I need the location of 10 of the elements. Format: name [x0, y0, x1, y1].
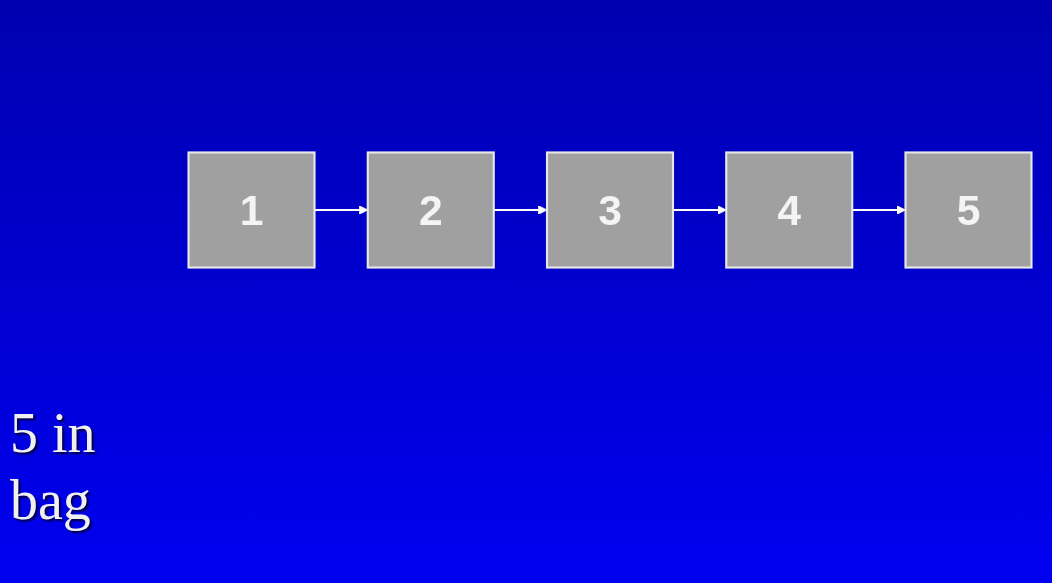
node-box: 4 [725, 151, 854, 269]
arrow [852, 205, 906, 215]
slide-text: 5 in [10, 401, 96, 466]
node-box: 5 [904, 151, 1033, 269]
arrow [493, 205, 548, 215]
node-box: 2 [366, 151, 495, 269]
node-box: 3 [545, 151, 675, 269]
arrow [673, 205, 727, 215]
slide-text: bag [10, 468, 91, 534]
node-box: 1 [187, 151, 316, 269]
